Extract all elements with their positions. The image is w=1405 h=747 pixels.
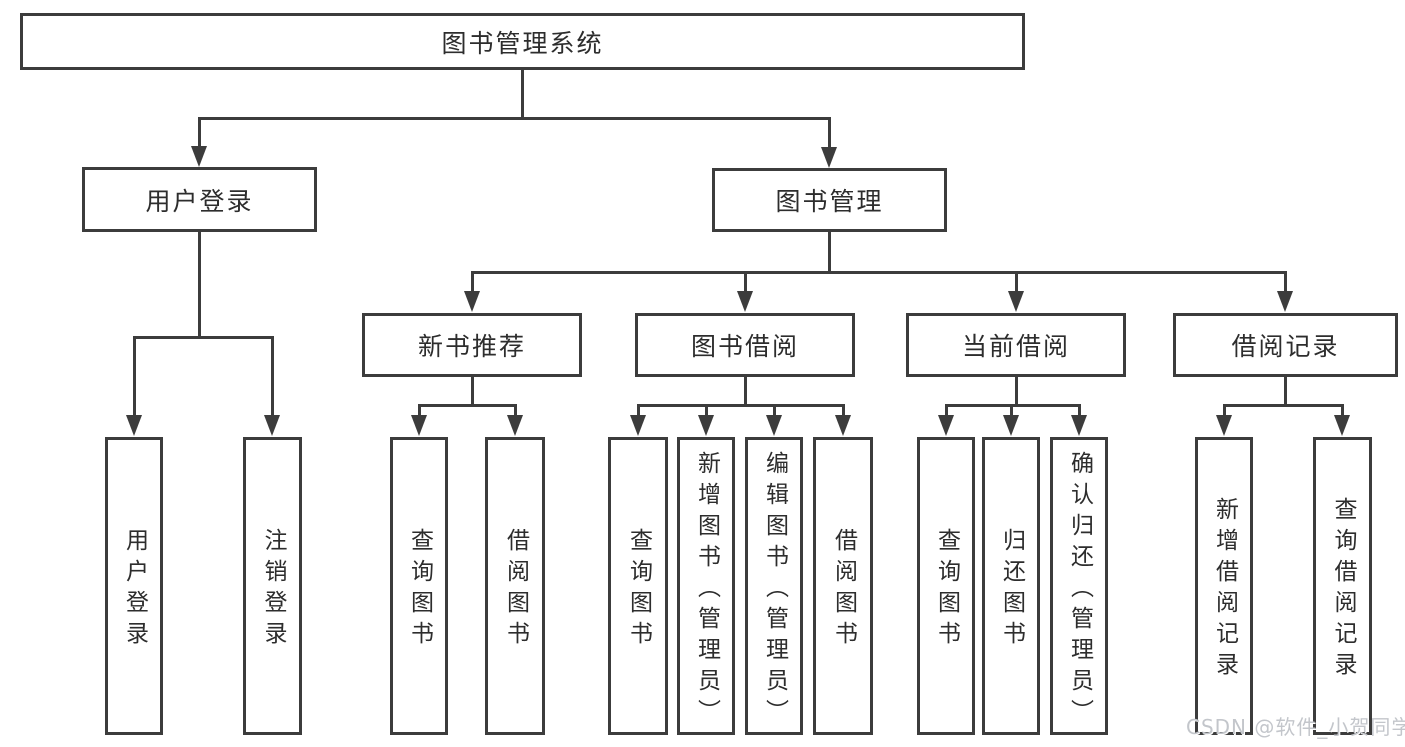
arrow-down-icon	[821, 147, 837, 168]
connector-line	[945, 404, 948, 418]
node-label: 用户登录	[121, 528, 148, 652]
connector-line	[198, 232, 201, 339]
leaf-query-books-recommend: 查询图书	[390, 437, 448, 735]
node-label: 图书管理系统	[441, 28, 604, 58]
connector-line	[1015, 377, 1018, 407]
connector-line	[521, 70, 524, 118]
leaf-logout: 注销登录	[243, 437, 302, 735]
leaf-borrow-books: 借阅图书	[813, 437, 873, 735]
arrow-down-icon	[1008, 291, 1024, 312]
node-label: 借阅图书	[502, 528, 529, 652]
arrow-down-icon	[126, 415, 142, 436]
connector-line	[828, 117, 831, 151]
leaf-query-books-borrowing: 查询图书	[608, 437, 668, 735]
arrow-down-icon	[464, 291, 480, 312]
connector-line	[1078, 404, 1081, 418]
connector-line	[744, 377, 747, 407]
arrow-down-icon	[1003, 415, 1019, 436]
connector-line	[1010, 404, 1013, 418]
arrow-down-icon	[698, 415, 714, 436]
node-label: 新增图书（管理员）	[693, 450, 720, 730]
node-label: 查询图书	[933, 528, 960, 652]
connector-line	[1284, 271, 1287, 295]
leaf-edit-books-admin: 编辑图书（管理员）	[745, 437, 803, 735]
connector-line	[418, 404, 421, 418]
node-label: 借阅图书	[830, 528, 857, 652]
node-label: 当前借阅	[961, 332, 1070, 361]
connector-line	[1015, 271, 1018, 295]
arrow-down-icon	[1216, 415, 1232, 436]
node-user-login: 用户登录	[82, 167, 317, 232]
leaf-return-books: 归还图书	[982, 437, 1040, 735]
connector-line	[637, 404, 845, 407]
connector-line	[198, 117, 201, 151]
connector-line	[705, 404, 708, 418]
node-label: 新增借阅记录	[1211, 497, 1238, 683]
node-library-management-system: 图书管理系统	[20, 13, 1025, 70]
leaf-add-books-admin: 新增图书（管理员）	[677, 437, 735, 735]
connector-line	[133, 336, 274, 339]
arrow-down-icon	[938, 415, 954, 436]
connector-line	[271, 336, 274, 418]
node-current-borrowing: 当前借阅	[906, 313, 1126, 377]
leaf-user-login: 用户登录	[105, 437, 163, 735]
node-book-management: 图书管理	[712, 168, 947, 232]
connector-line	[744, 271, 747, 295]
connector-line	[198, 117, 831, 120]
connector-line	[945, 404, 1081, 407]
arrow-down-icon	[766, 415, 782, 436]
node-label: 编辑图书（管理员）	[761, 450, 788, 730]
leaf-query-books-current: 查询图书	[917, 437, 975, 735]
node-label: 查询图书	[625, 528, 652, 652]
node-label: 注销登录	[260, 528, 286, 652]
connector-line	[514, 404, 517, 418]
arrow-down-icon	[1071, 415, 1087, 436]
leaf-borrow-books-recommend: 借阅图书	[485, 437, 545, 735]
arrow-down-icon	[411, 415, 427, 436]
arrow-down-icon	[737, 291, 753, 312]
connector-line	[418, 404, 517, 407]
leaf-query-borrow-record: 查询借阅记录	[1313, 437, 1372, 735]
node-label: 借阅记录	[1231, 332, 1340, 361]
node-label: 用户登录	[145, 186, 254, 216]
connector-line	[773, 404, 776, 418]
node-label: 新书推荐	[417, 332, 526, 361]
node-label: 图书借阅	[690, 332, 799, 361]
connector-line	[637, 404, 640, 418]
node-label: 确认归还（管理员）	[1066, 450, 1093, 730]
node-book-borrowing: 图书借阅	[635, 313, 855, 377]
node-label: 查询图书	[406, 528, 433, 652]
connector-line	[1341, 404, 1344, 418]
connector-line	[842, 404, 845, 418]
node-new-book-recommendation: 新书推荐	[362, 313, 582, 377]
arrow-down-icon	[630, 415, 646, 436]
arrow-down-icon	[507, 415, 523, 436]
node-label: 图书管理	[775, 187, 884, 216]
connector-line	[133, 336, 136, 418]
leaf-add-borrow-record: 新增借阅记录	[1195, 437, 1253, 735]
arrow-down-icon	[835, 415, 851, 436]
connector-line	[828, 232, 831, 273]
connector-line	[471, 271, 1287, 274]
node-label: 查询借阅记录	[1330, 497, 1356, 683]
arrow-down-icon	[1277, 291, 1293, 312]
arrow-down-icon	[1334, 415, 1350, 436]
arrow-down-icon	[191, 146, 207, 167]
csdn-watermark: CSDN @软件_小贺同学	[1186, 715, 1405, 739]
connector-line	[1223, 404, 1344, 407]
connector-line	[471, 377, 474, 407]
connector-line	[1284, 377, 1287, 407]
connector-line	[471, 271, 474, 295]
node-label: 归还图书	[998, 528, 1025, 652]
arrow-down-icon	[264, 415, 280, 436]
connector-line	[1223, 404, 1226, 418]
node-borrowing-records: 借阅记录	[1173, 313, 1398, 377]
leaf-confirm-return-admin: 确认归还（管理员）	[1050, 437, 1108, 735]
